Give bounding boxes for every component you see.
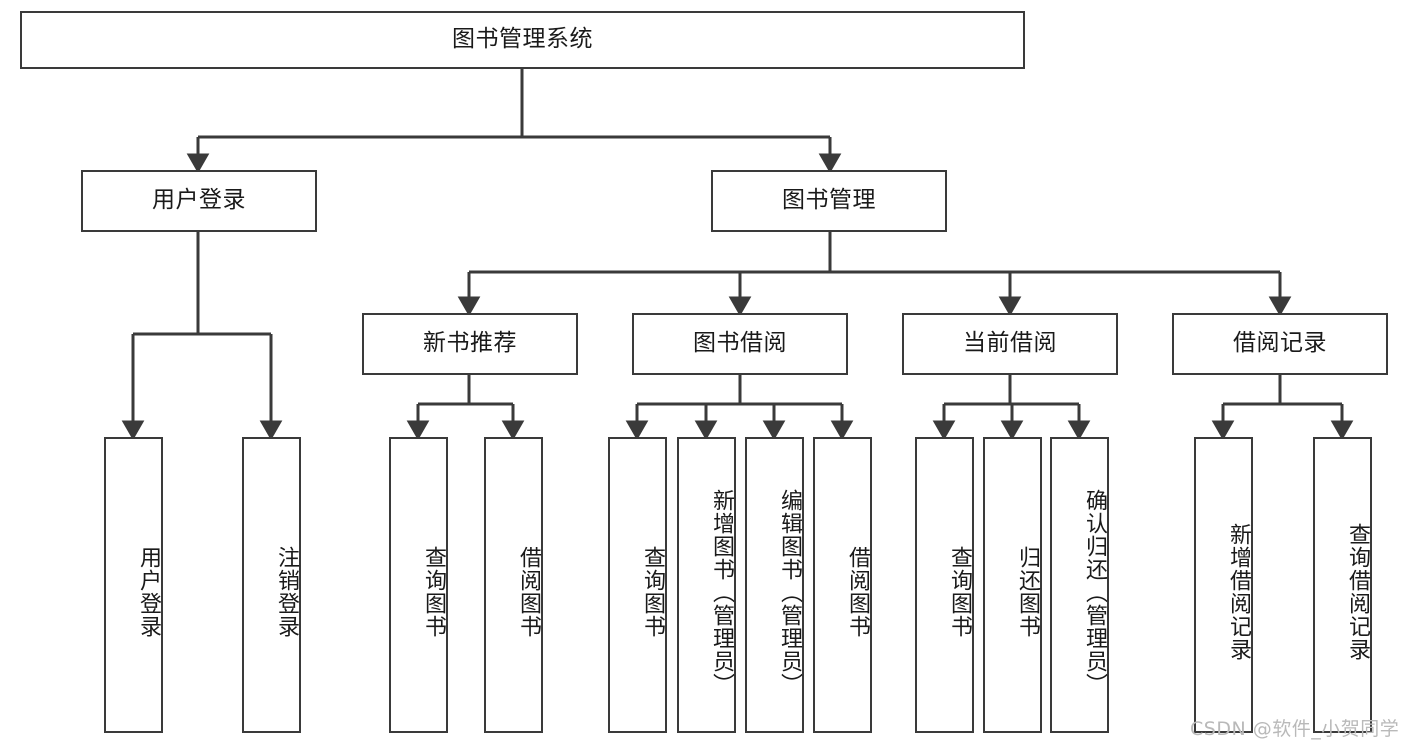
node-label: 当前借阅 [963, 330, 1057, 357]
node-book-management[interactable]: 图书管理 [711, 170, 947, 232]
node-label: 确认归还（管理员） [1082, 488, 1107, 696]
node-label: 归还图书 [1015, 546, 1040, 638]
node-label: 新书推荐 [423, 330, 517, 357]
leaf-borrow-query-book[interactable]: 查询图书 [608, 437, 667, 733]
node-new-book-recommend[interactable]: 新书推荐 [362, 313, 578, 375]
node-label: 借阅记录 [1233, 330, 1327, 357]
node-label: 图书管理系统 [452, 26, 593, 53]
node-label: 用户登录 [152, 187, 246, 214]
leaf-new-book-query[interactable]: 查询图书 [389, 437, 448, 733]
node-label: 新增借阅记录 [1226, 523, 1251, 661]
node-label: 查询图书 [640, 546, 665, 638]
node-label: 图书管理 [782, 187, 876, 214]
leaf-current-query-book[interactable]: 查询图书 [915, 437, 974, 733]
node-label: 查询借阅记录 [1345, 523, 1370, 661]
leaf-current-return-book[interactable]: 归还图书 [983, 437, 1042, 733]
leaf-user-login-signout[interactable]: 注销登录 [242, 437, 301, 733]
node-book-borrow[interactable]: 图书借阅 [632, 313, 848, 375]
node-label: 新增图书（管理员） [709, 488, 734, 696]
node-label: 查询图书 [421, 546, 446, 638]
leaf-records-query-record[interactable]: 查询借阅记录 [1313, 437, 1372, 733]
node-label: 注销登录 [274, 546, 299, 638]
node-label: 图书借阅 [693, 330, 787, 357]
node-label: 借阅图书 [845, 546, 870, 638]
leaf-borrow-add-book-admin[interactable]: 新增图书（管理员） [677, 437, 736, 733]
leaf-current-confirm-return-admin[interactable]: 确认归还（管理员） [1050, 437, 1109, 733]
leaf-borrow-borrow-book[interactable]: 借阅图书 [813, 437, 872, 733]
node-label: 用户登录 [136, 546, 161, 638]
leaf-records-add-record[interactable]: 新增借阅记录 [1194, 437, 1253, 733]
watermark-text: CSDN @软件_小贺同学 [1190, 718, 1400, 740]
node-label: 查询图书 [947, 546, 972, 638]
node-borrow-records[interactable]: 借阅记录 [1172, 313, 1388, 375]
leaf-user-login-signin[interactable]: 用户登录 [104, 437, 163, 733]
node-root-system[interactable]: 图书管理系统 [20, 11, 1025, 69]
node-label: 借阅图书 [516, 546, 541, 638]
node-label: 编辑图书（管理员） [777, 488, 802, 696]
leaf-borrow-edit-book-admin[interactable]: 编辑图书（管理员） [745, 437, 804, 733]
node-current-borrow[interactable]: 当前借阅 [902, 313, 1118, 375]
leaf-new-book-borrow[interactable]: 借阅图书 [484, 437, 543, 733]
node-user-login[interactable]: 用户登录 [81, 170, 317, 232]
